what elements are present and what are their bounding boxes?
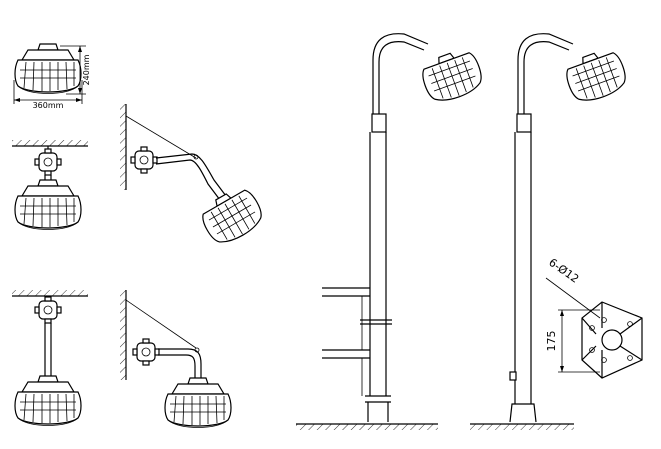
- standalone-pole-view: [470, 33, 631, 430]
- base-plate-detail: 6-Ø12 175: [545, 256, 643, 379]
- pole-with-bracket-view: [296, 33, 487, 430]
- bolt-hole-label: 6-Ø12: [546, 256, 581, 286]
- lamp-dimension-view: 360mm 240mm: [13, 43, 91, 110]
- height-dimension-label: 240mm: [82, 54, 91, 85]
- distance-dimension-label: 175: [545, 331, 558, 352]
- ceiling-mount-view: [12, 140, 88, 231]
- pendant-mount-view: [12, 290, 88, 427]
- wall-bracket-angled-view: [120, 104, 269, 250]
- width-dimension-label: 360mm: [33, 101, 64, 110]
- wall-bracket-hook-view: [120, 290, 232, 429]
